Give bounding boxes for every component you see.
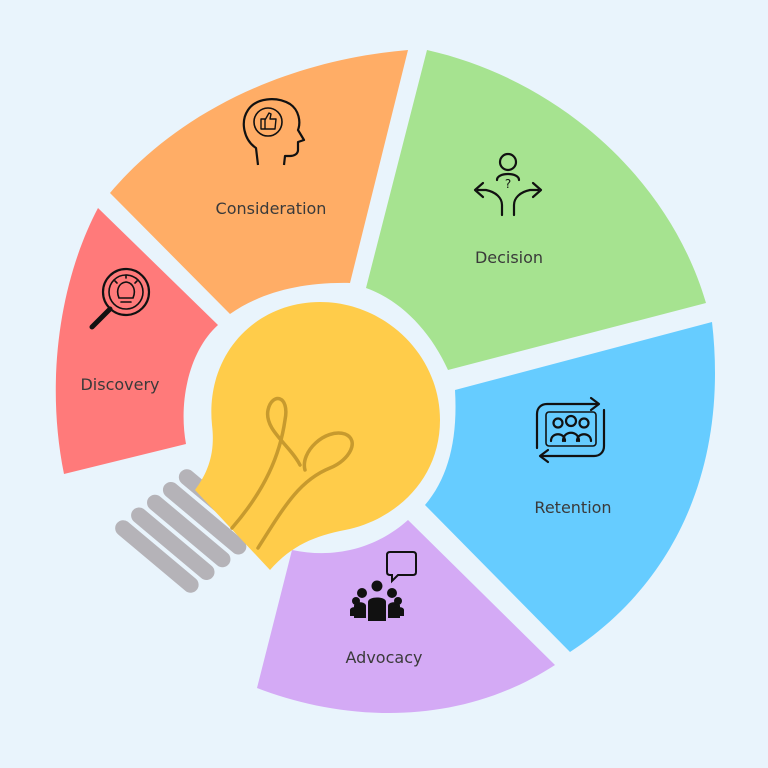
segment-discovery-shape [55,208,218,474]
lightbulb-glass [195,302,440,570]
segment-consideration-label: Consideration [216,199,327,218]
segment-decision: ? Decision [366,50,706,370]
svg-text:?: ? [505,177,511,191]
segment-advocacy-label: Advocacy [346,648,423,667]
segment-retention-shape [425,322,716,652]
magnifier-lightbulb-icon [89,267,151,330]
segment-consideration: Consideration [110,50,408,314]
segment-consideration-shape [110,50,408,314]
segment-decision-label: Decision [475,248,543,267]
group-speech-bubble-icon [350,551,417,621]
segment-advocacy: Advocacy [257,520,555,714]
person-crossroads-question-icon: ? [473,152,543,217]
segment-discovery-label: Discovery [80,375,159,394]
segment-advocacy-shape [257,520,555,714]
segment-decision-shape [366,50,706,370]
segment-discovery: Discovery [55,208,218,474]
group-cycle-arrows-icon [535,396,606,464]
lightbulb-filament [230,396,354,550]
lightbulb-icon [115,302,440,593]
segment-retention: Retention [425,322,716,652]
head-thumbs-up-icon [242,98,306,166]
segment-retention-label: Retention [534,498,611,517]
